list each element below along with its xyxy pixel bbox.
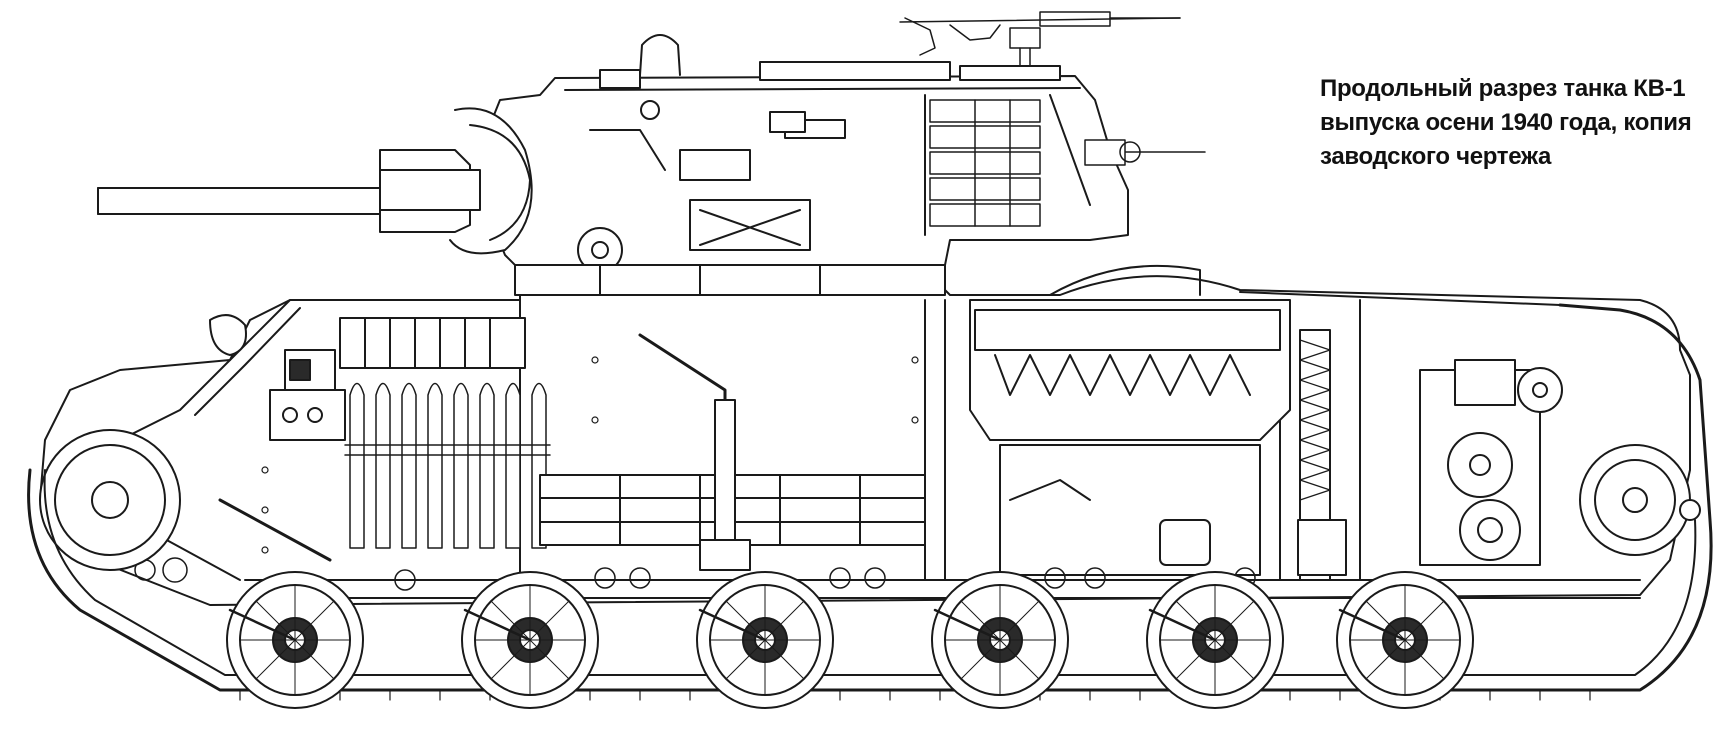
main-gun-barrel — [97, 187, 381, 215]
caption-line-2: выпуска осени 1940 года, копия — [1320, 109, 1692, 136]
engine — [969, 264, 1291, 576]
gun-mantlet — [379, 107, 533, 255]
turret-ammo-rack — [929, 99, 1041, 227]
turret — [379, 34, 1206, 273]
caption-line-3: заводского чертежа — [1320, 143, 1552, 170]
radiator — [1297, 329, 1347, 581]
suspension-arms — [228, 608, 1407, 642]
control-levers — [129, 333, 751, 581]
caption-line-1: Продольный разрез танка КВ-1 — [1320, 75, 1686, 102]
aa-machine-gun — [899, 11, 1181, 73]
idler-wheel — [39, 429, 181, 571]
upper-track-run — [1239, 291, 1561, 306]
standing-ammo-rack — [339, 317, 926, 549]
rear-machine-gun — [1084, 139, 1206, 166]
drawing-caption: Продольный разрез танка КВ-1 выпуска осе… — [1320, 72, 1720, 174]
transmission — [1419, 359, 1701, 566]
